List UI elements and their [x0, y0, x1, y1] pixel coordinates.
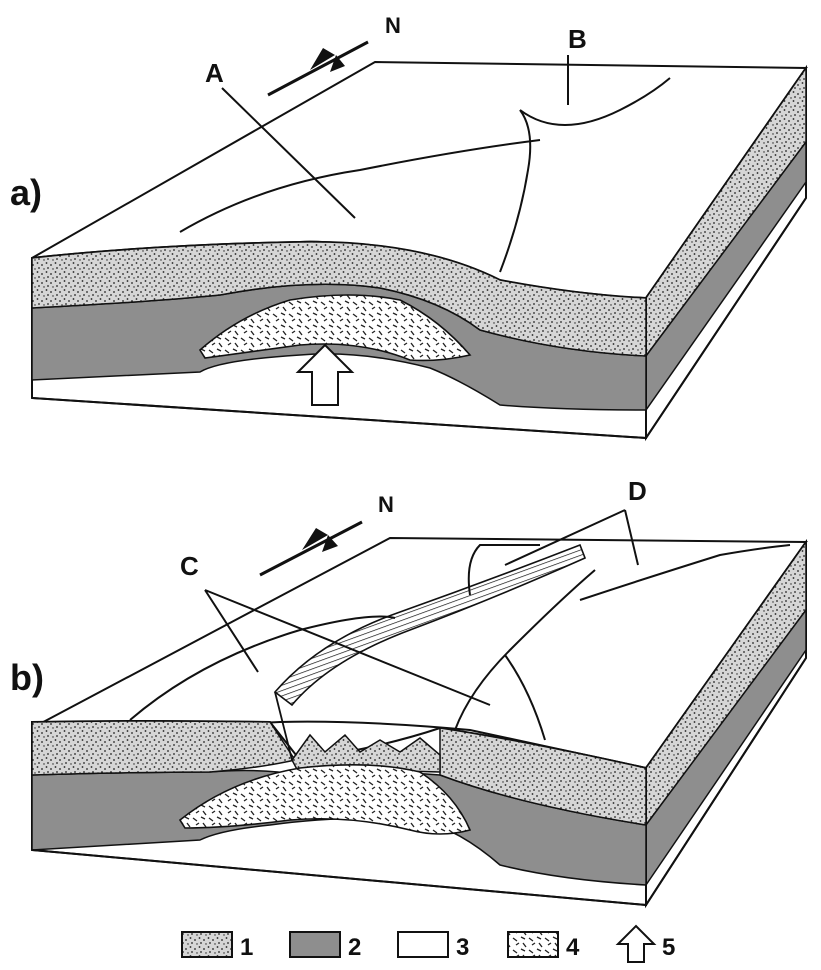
legend: 1 2 3 4 5 [182, 926, 675, 962]
legend-item-2: 2 [290, 932, 361, 961]
up-arrow-icon [618, 926, 654, 962]
legend-number-4: 4 [566, 934, 580, 961]
panel-a-block: N a) A B [10, 13, 806, 438]
north-label: N [385, 13, 401, 38]
legend-number-1: 1 [240, 934, 253, 961]
legend-item-4: 4 [508, 932, 580, 961]
callout-d: D [628, 476, 647, 506]
north-label-b: N [378, 492, 394, 517]
panel-b-label: b) [10, 657, 44, 698]
legend-number-3: 3 [456, 934, 469, 961]
legend-item-5: 5 [618, 926, 675, 962]
panel-b-block: N b) C D [10, 476, 806, 905]
callout-b: B [568, 24, 587, 54]
legend-number-5: 5 [662, 934, 675, 961]
legend-item-1: 1 [182, 932, 253, 961]
callout-c: C [180, 551, 199, 581]
panel-a-label: a) [10, 172, 42, 213]
callout-a: A [205, 58, 224, 88]
legend-item-3: 3 [398, 932, 469, 961]
legend-number-2: 2 [348, 934, 361, 961]
